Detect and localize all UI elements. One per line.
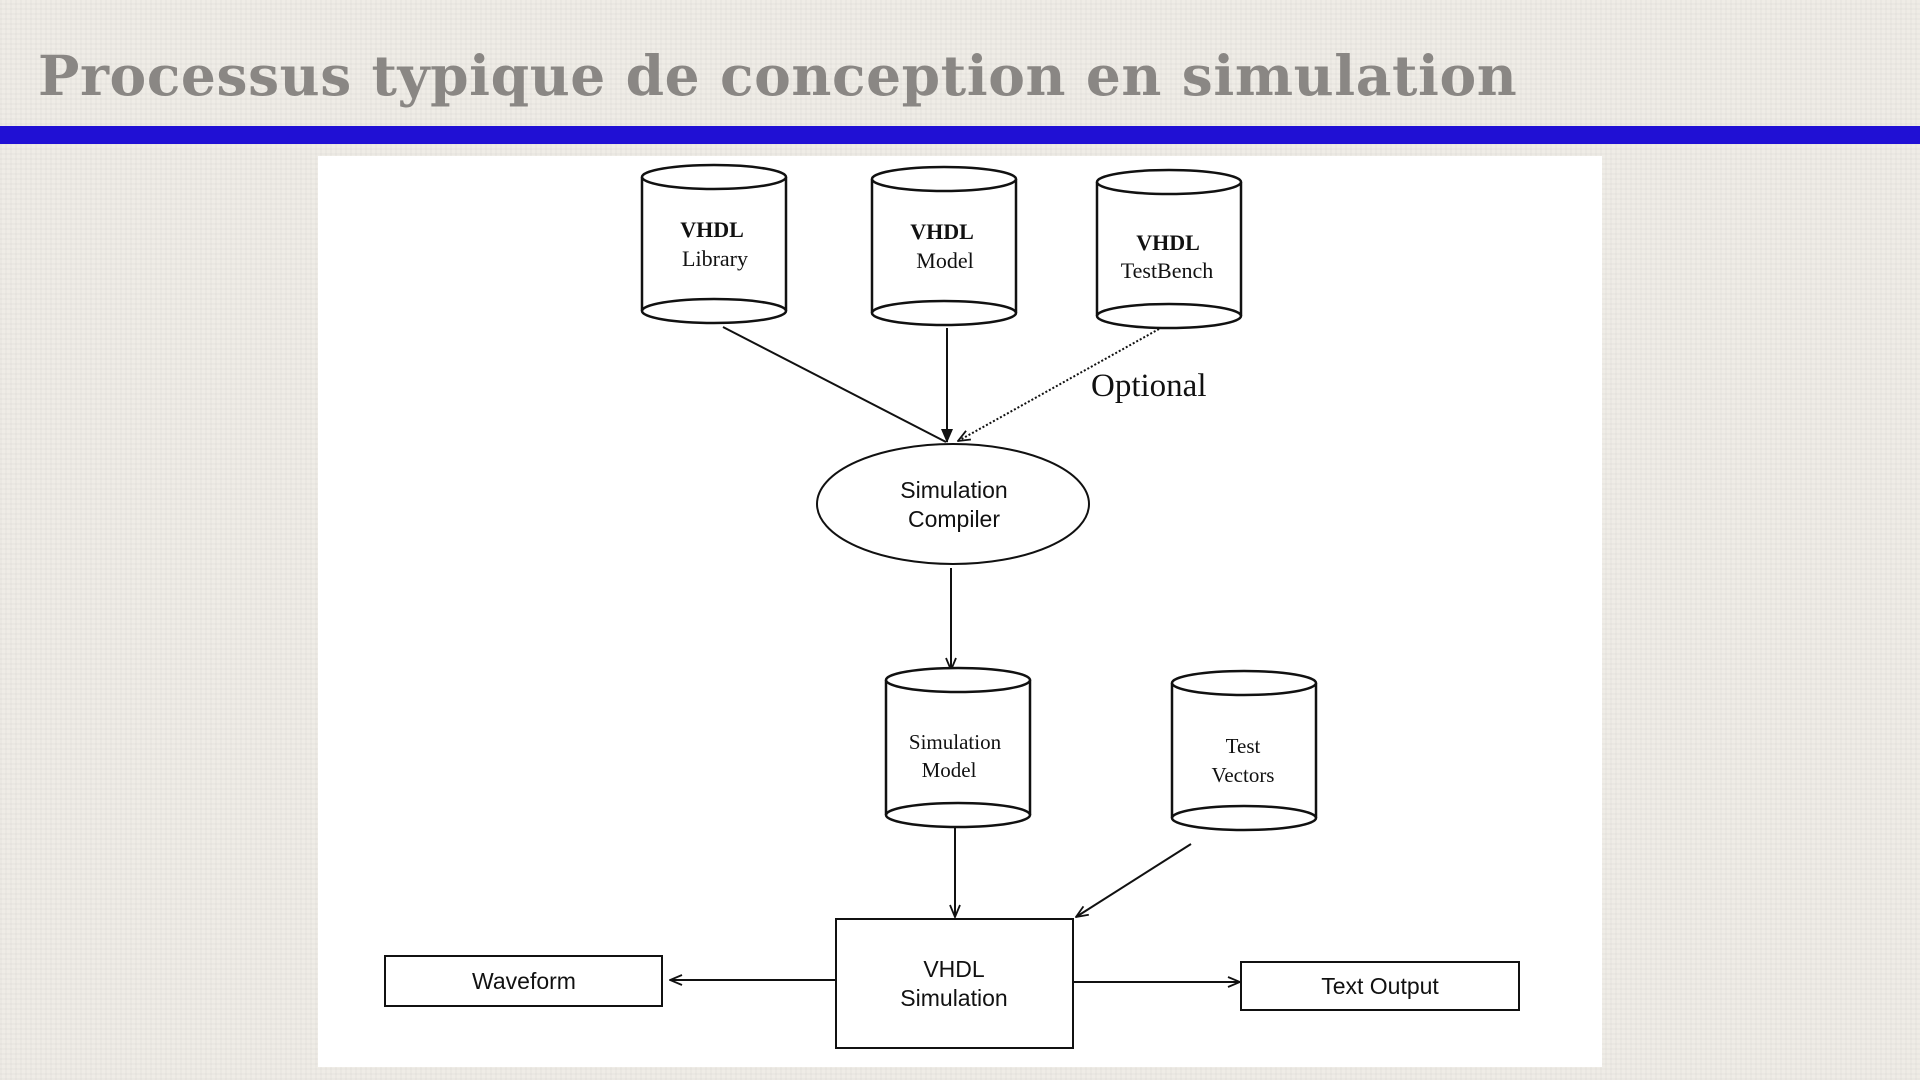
node-bold-label: VHDL xyxy=(910,219,974,244)
node-label-line2: Vectors xyxy=(1212,763,1275,787)
edge-library-to-compiler xyxy=(723,327,946,442)
node-vhdl-simulation: VHDL Simulation xyxy=(836,919,1073,1048)
node-label: Waveform xyxy=(472,968,576,994)
node-label-line2: Model xyxy=(922,758,977,782)
node-label-line1: Test xyxy=(1226,734,1261,758)
node-label-line2: Simulation xyxy=(900,985,1007,1011)
node-label: Library xyxy=(682,246,748,271)
node-label-line1: Simulation xyxy=(900,477,1007,503)
node-vhdl-library: VHDL Library xyxy=(642,165,786,323)
node-simulation-compiler: Simulation Compiler xyxy=(817,444,1089,564)
node-vhdl-testbench: VHDL TestBench xyxy=(1097,170,1241,328)
node-label-line1: VHDL xyxy=(923,956,985,982)
node-waveform: Waveform xyxy=(385,956,662,1006)
node-bold-label: VHDL xyxy=(680,217,744,242)
optional-edge-label: Optional xyxy=(1091,368,1206,404)
node-label-line1: Simulation xyxy=(909,730,1002,754)
node-label: TestBench xyxy=(1121,258,1214,283)
edge-test-vectors-to-simulation xyxy=(1076,844,1191,917)
node-label: Text Output xyxy=(1321,973,1439,999)
node-text-output: Text Output xyxy=(1241,962,1519,1010)
node-label: Model xyxy=(916,248,973,273)
node-label-line2: Compiler xyxy=(908,506,1000,532)
node-vhdl-model: VHDL Model xyxy=(872,167,1016,325)
node-test-vectors: Test Vectors xyxy=(1172,671,1316,830)
node-bold-label: VHDL xyxy=(1136,230,1200,255)
node-simulation-model: Simulation Model xyxy=(886,668,1030,827)
